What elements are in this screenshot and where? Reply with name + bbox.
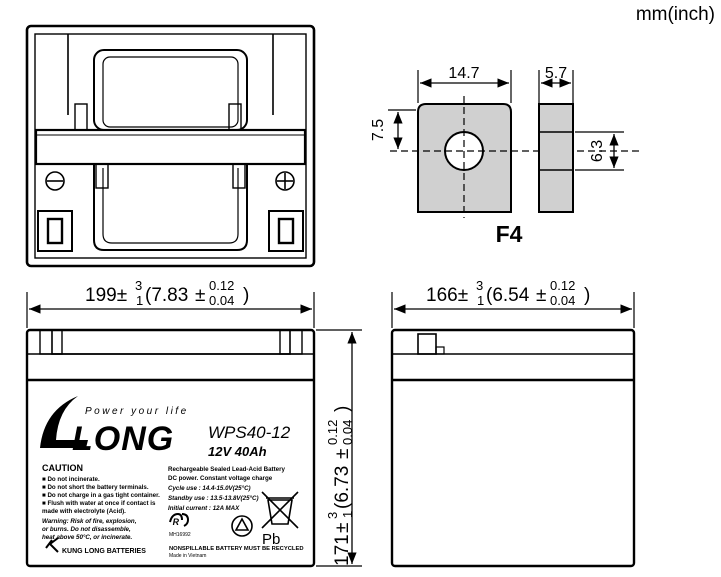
- front-width-mm: 199: [85, 285, 117, 306]
- spec-line: Standby use : 13.5-13.8V(25°C): [168, 495, 259, 502]
- plus-minus-symbol: ±: [458, 285, 468, 306]
- height-tol-upper: 3: [325, 512, 340, 519]
- side-view: [390, 328, 636, 568]
- height-tol-lower: 1: [340, 511, 355, 518]
- recycle-icon: [231, 515, 253, 537]
- caution-line: ■ Do not incinerate.: [42, 476, 100, 483]
- made-in-text: Made in Vietnam: [169, 553, 206, 559]
- spec-line: DC power. Constant voltage charge: [168, 475, 273, 482]
- dim-terminal-thickness: 5.7: [545, 65, 567, 82]
- svg-text:■ Do not incinerate. ■ D: ■ Do not incinerate. ■ Do not short the …: [42, 476, 162, 515]
- plus-minus-symbol: ±: [195, 285, 205, 306]
- height-inch-tol-upper: 0.12: [325, 420, 340, 445]
- caution-line: ■ Do not charge in a gas tight container…: [42, 492, 160, 499]
- label-brand: LONG: [72, 420, 174, 458]
- side-width-tol-lower: 1: [477, 293, 484, 308]
- caution-line: made with electrolyte (Acid).: [42, 508, 126, 515]
- spec-line: Cycle use : 14.4-15.0V(25°C): [168, 485, 251, 492]
- spec-line: Initial current : 12A MAX: [168, 505, 240, 512]
- close-paren: ): [332, 406, 353, 412]
- label-rating: 12V 40Ah: [208, 444, 267, 459]
- ul-recognized-icon: ᴿ: [169, 512, 190, 531]
- spec-title: Rechargeable Sealed Lead-Acid Battery: [168, 466, 285, 473]
- nonspillable-text: NONSPILLABLE BATTERY MUST BE RECYCLED: [169, 546, 304, 552]
- side-width-inch: (6.54: [486, 285, 530, 306]
- side-terminal: [417, 333, 437, 355]
- plus-minus-symbol: ±: [117, 285, 127, 306]
- handle-bar: [34, 128, 307, 166]
- terminal-detail: 14.7 5.7 7.5 6.3 F4: [370, 65, 640, 247]
- negative-terminal-icon: [45, 171, 65, 191]
- front-width-inch: (7.83: [145, 285, 188, 306]
- caution-line: ■ Flush with water at once if contact is: [42, 500, 156, 507]
- caution-title: CAUTION: [42, 463, 83, 473]
- close-paren: ): [243, 285, 249, 306]
- front-width-inch-tol-lower: 0.04: [209, 293, 234, 308]
- dim-terminal-side-height: 6.3: [589, 140, 606, 162]
- side-width-inch-tol-upper: 0.12: [550, 278, 575, 293]
- dim-terminal-width: 14.7: [448, 65, 479, 82]
- dim-terminal-hole-height: 7.5: [370, 119, 387, 141]
- top-view-outline: [25, 24, 316, 268]
- side-width-mm: 166: [426, 285, 458, 306]
- caution-line: ■ Do not short the battery terminals.: [42, 484, 149, 491]
- ul-code: MH16992: [169, 532, 191, 538]
- plus-minus-symbol: ±: [536, 285, 546, 306]
- height-dimension: 171 ± 3 1 (6.73 ± 0.12 0.04 ): [316, 329, 362, 567]
- plus-minus-symbol: ±: [332, 523, 353, 533]
- pb-label: Pb: [262, 531, 280, 548]
- units-label: mm(inch): [635, 4, 715, 25]
- warning-line: heat above 50°C, or incinerate.: [42, 534, 132, 541]
- svg-text:166±: 166±: [426, 285, 468, 306]
- warning-line: Warning: Risk of fire, explosion,: [42, 518, 137, 525]
- front-width-dimension: 199± 3 1 (7.83 ± 0.12 0.04 ): [26, 278, 315, 328]
- battery-label: Power your life LONG WPS40-12 12V 40Ah C…: [40, 396, 304, 559]
- front-width-inch-tol-upper: 0.12: [209, 278, 234, 293]
- plus-minus-symbol: ±: [332, 449, 353, 459]
- front-view: [25, 328, 316, 568]
- svg-text:199±: 199±: [85, 285, 127, 306]
- close-paren: ): [584, 285, 590, 306]
- height-inch: (6.73: [332, 466, 353, 509]
- height-mm: 171: [332, 534, 353, 566]
- front-width-tol-lower: 1: [136, 293, 143, 308]
- side-view-outline: [390, 328, 636, 568]
- positive-terminal-icon: [275, 171, 295, 191]
- svg-text:Warning: Risk of fire, explosi: Warning: Risk of fire, explosion, or bur…: [42, 518, 138, 541]
- side-width-inch-tol-lower: 0.04: [550, 293, 575, 308]
- top-view: [25, 24, 316, 268]
- terminal-type-label: F4: [496, 221, 523, 247]
- side-width-tol-upper: 3: [476, 278, 483, 293]
- front-width-tol-upper: 3: [135, 278, 142, 293]
- side-width-dimension: 166± 3 1 (6.54 ± 0.12 0.04 ): [391, 278, 635, 328]
- svg-text:Rechargeable Sealed Lead-Acid: Rechargeable Sealed Lead-Acid Battery DC…: [168, 466, 287, 512]
- height-inch-tol-lower: 0.04: [340, 420, 355, 445]
- label-model: WPS40-12: [208, 423, 291, 442]
- maker-name: KUNG LONG BATTERIES: [62, 548, 146, 555]
- crossed-bin-icon: [261, 491, 299, 529]
- warning-line: or burns. Do not disassemble,: [42, 526, 131, 533]
- svg-text:ᴿ: ᴿ: [172, 516, 179, 531]
- brand-swoosh-icon: [40, 396, 88, 448]
- label-tagline: Power your life: [85, 406, 189, 417]
- kung-long-logo-icon: [45, 537, 59, 553]
